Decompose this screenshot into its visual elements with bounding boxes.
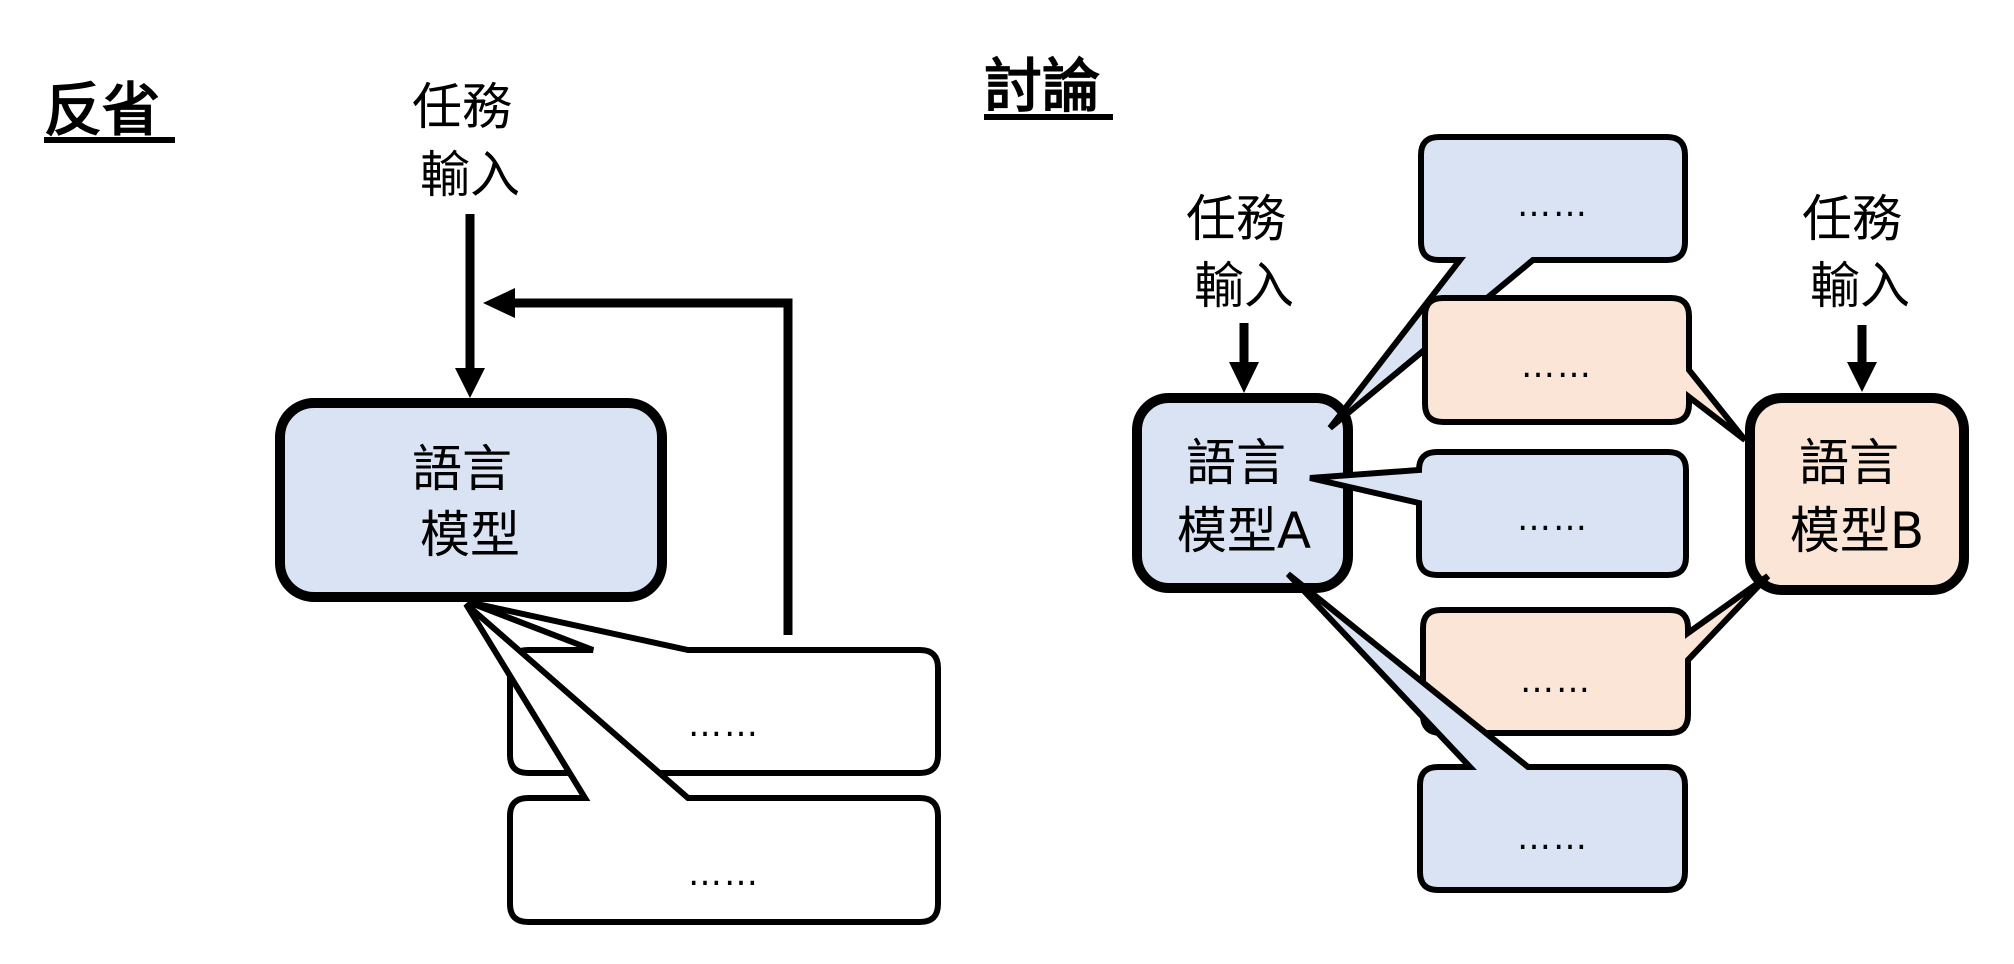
- model-a-label-line-2: 模型A: [1177, 502, 1311, 560]
- model-a-task-input-line-2: 輸入: [1194, 257, 1294, 315]
- reflection-output-2-text: ……: [688, 854, 760, 894]
- reflection-model-label: 語言 模型: [412, 440, 528, 564]
- model-b-input-arrow-head-icon: [1847, 362, 1877, 392]
- reflection-output-1-text: ……: [688, 705, 760, 745]
- input-arrow-head-icon: [455, 368, 485, 398]
- message-2-text: ……: [1521, 346, 1593, 386]
- reflection-title: 反省: [44, 76, 160, 144]
- message-1-text: ……: [1517, 185, 1589, 225]
- model-b-label-line-1: 語言: [1799, 434, 1899, 492]
- reflection-output-bubble-2: [463, 601, 941, 925]
- model-b-label: 語言 模型B: [1790, 434, 1924, 560]
- model-a-task-input-line-1: 任務: [1186, 190, 1286, 248]
- model-b-task-input-label: 任務 輸入: [1802, 190, 1918, 315]
- feedback-arrow-line: [512, 298, 793, 635]
- model-b-box: [1745, 393, 1969, 595]
- discussion-title-underline: [984, 114, 1113, 120]
- model-label-line-1: 語言: [412, 440, 512, 498]
- message-bubble-1: [1327, 134, 1688, 431]
- message-4-text: ……: [1520, 661, 1592, 701]
- model-a-label-line-1: 語言: [1186, 434, 1286, 492]
- reflection-task-input-label: 任務 輸入: [412, 78, 528, 204]
- reflection-panel: 反省 任務 輸入 語言 模型 …… ……: [44, 76, 941, 925]
- message-bubble-3: [1309, 449, 1689, 578]
- message-bubble-5: [1285, 571, 1688, 893]
- message-bubble-2: [1422, 295, 1748, 443]
- model-a-input-arrow-head-icon: [1229, 362, 1259, 393]
- task-input-line-1: 任務: [412, 78, 512, 136]
- model-b-task-input-line-1: 任務: [1802, 190, 1902, 248]
- message-bubble-4: [1420, 573, 1771, 736]
- message-5-text: ……: [1517, 818, 1589, 858]
- model-a-box: [1132, 393, 1353, 593]
- discussion-title: 討論: [984, 52, 1100, 120]
- feedback-arrow-head-icon: [483, 288, 515, 318]
- model-a-label: 語言 模型A: [1177, 434, 1311, 560]
- message-3-text: ……: [1517, 499, 1589, 539]
- task-input-line-2: 輸入: [420, 146, 520, 204]
- model-a-task-input-label: 任務 輸入: [1186, 190, 1302, 315]
- model-b-task-input-line-2: 輸入: [1810, 257, 1910, 315]
- reflection-title-underline: [44, 137, 175, 143]
- discussion-panel: 討論 任務 輸入 任務 輸入 語言 模型A 語言 模型B: [984, 52, 1969, 893]
- model-label-line-2: 模型: [420, 506, 520, 564]
- reflection-model-box: [275, 398, 667, 602]
- model-b-label-line-2: 模型B: [1790, 502, 1924, 560]
